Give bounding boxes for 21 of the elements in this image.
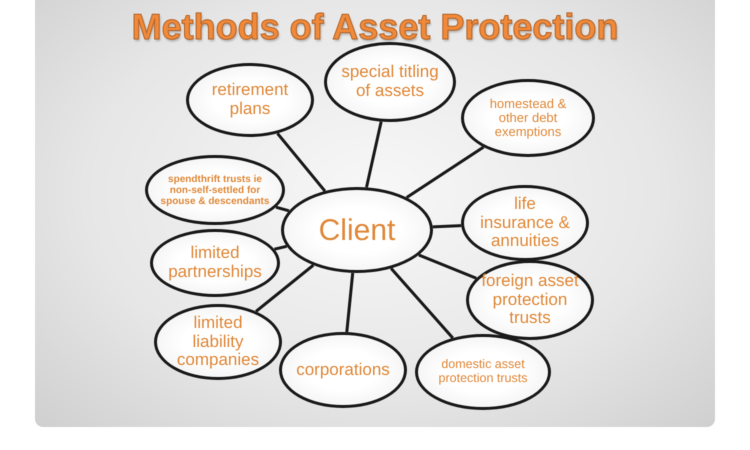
connector-line — [255, 264, 314, 313]
connector-line — [276, 206, 290, 212]
node-label: retirement plans — [210, 81, 290, 119]
connector-line — [390, 267, 454, 339]
connector-line — [274, 244, 288, 251]
connector-line — [345, 272, 354, 332]
node-label: homestead & other debt exemptions — [488, 96, 568, 140]
node-label: Client — [318, 214, 396, 246]
connector-line — [276, 132, 326, 192]
node-label: foreign asset protection trusts — [480, 272, 580, 328]
connector-line — [432, 224, 462, 228]
node-label: corporations — [296, 360, 390, 380]
connector-line — [365, 121, 383, 188]
title: Methods of Asset Protection — [130, 6, 620, 48]
node-label: special titling of assets — [340, 63, 440, 101]
node-label: domestic asset protection trusts — [438, 358, 528, 386]
node-label: limited partnerships — [167, 244, 263, 282]
connector-line — [406, 146, 484, 199]
node-label: spendthrift trusts ie non-self-settled for spouse & descendants — [160, 174, 270, 206]
node-label: life insurance & annuities — [479, 194, 571, 252]
node-label: limited liability companies — [176, 314, 260, 370]
